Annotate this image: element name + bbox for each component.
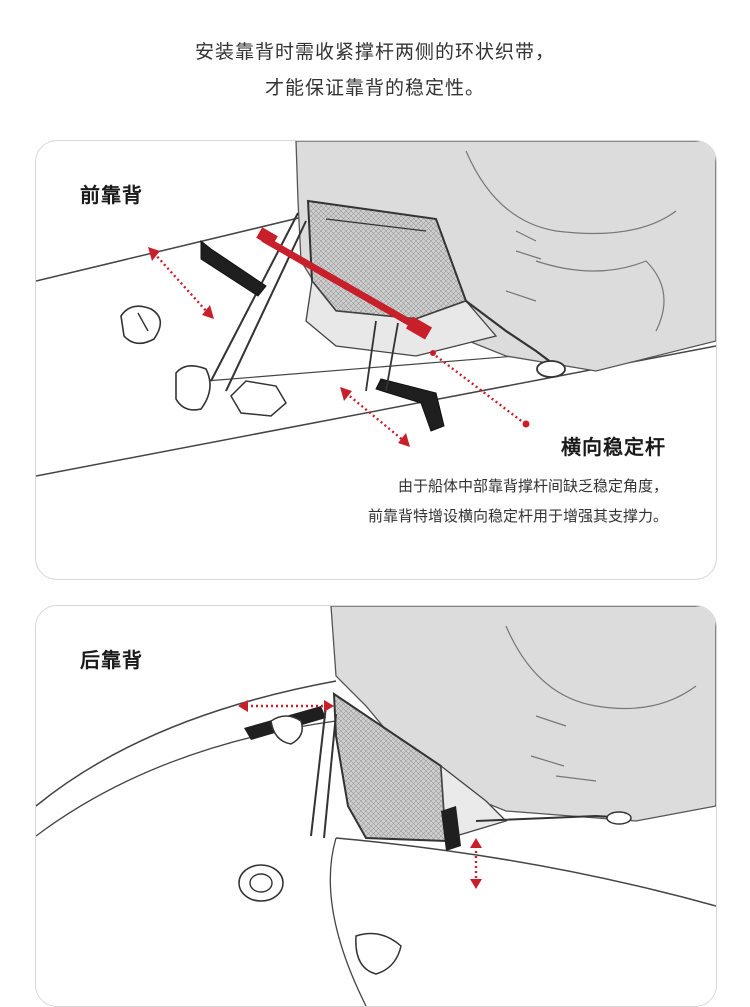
rear-strap-right [441,806,461,851]
stabilizer-callout-desc: 由于船体中部靠背撑杆间缺乏稳定角度， 前靠背特增设横向稳定杆用于增强其支撑力。 [368,471,668,531]
rear-backrest-card: 后靠背 [35,605,717,1007]
left-strut-inner [225,220,307,392]
front-backrest-title: 前靠背 [80,183,143,207]
intro-text: 安装靠背时需收紧撑杆两侧的环状织带， 才能保证靠背的稳定性。 [0,34,750,106]
d-ring-left [120,305,162,345]
intro-line-2: 才能保证靠背的稳定性。 [264,77,485,99]
intro-line-1: 安装靠背时需收紧撑杆两侧的环状织带， [194,41,555,63]
left-strut-outer [210,212,299,382]
front-backrest-card: 前靠背 横向稳定杆 由于船体中部靠背撑杆间缺乏稳定角度， 前靠背特增设横向稳定杆… [35,140,717,580]
rear-backrest-title: 后靠背 [80,648,143,672]
adjust-arrow-left [153,252,209,314]
callout-desc-line-1: 由于船体中部靠背撑杆间缺乏稳定角度， [397,477,668,495]
hull-edge-top [36,680,337,807]
rear-backrest-illustration [36,606,716,1006]
stabilizer-callout-title: 横向稳定杆 [561,435,666,459]
front-strap-left [200,239,267,297]
strut-foot [175,365,211,411]
cross-stabilizer-bar [260,235,425,333]
callout-leader-line [435,355,525,424]
front-backrest-illustration [36,141,716,477]
callout-desc-line-2: 前靠背特增设横向稳定杆用于增强其支撑力。 [367,507,668,525]
hull-top-edge [36,208,337,282]
front-strap-right [375,378,445,432]
